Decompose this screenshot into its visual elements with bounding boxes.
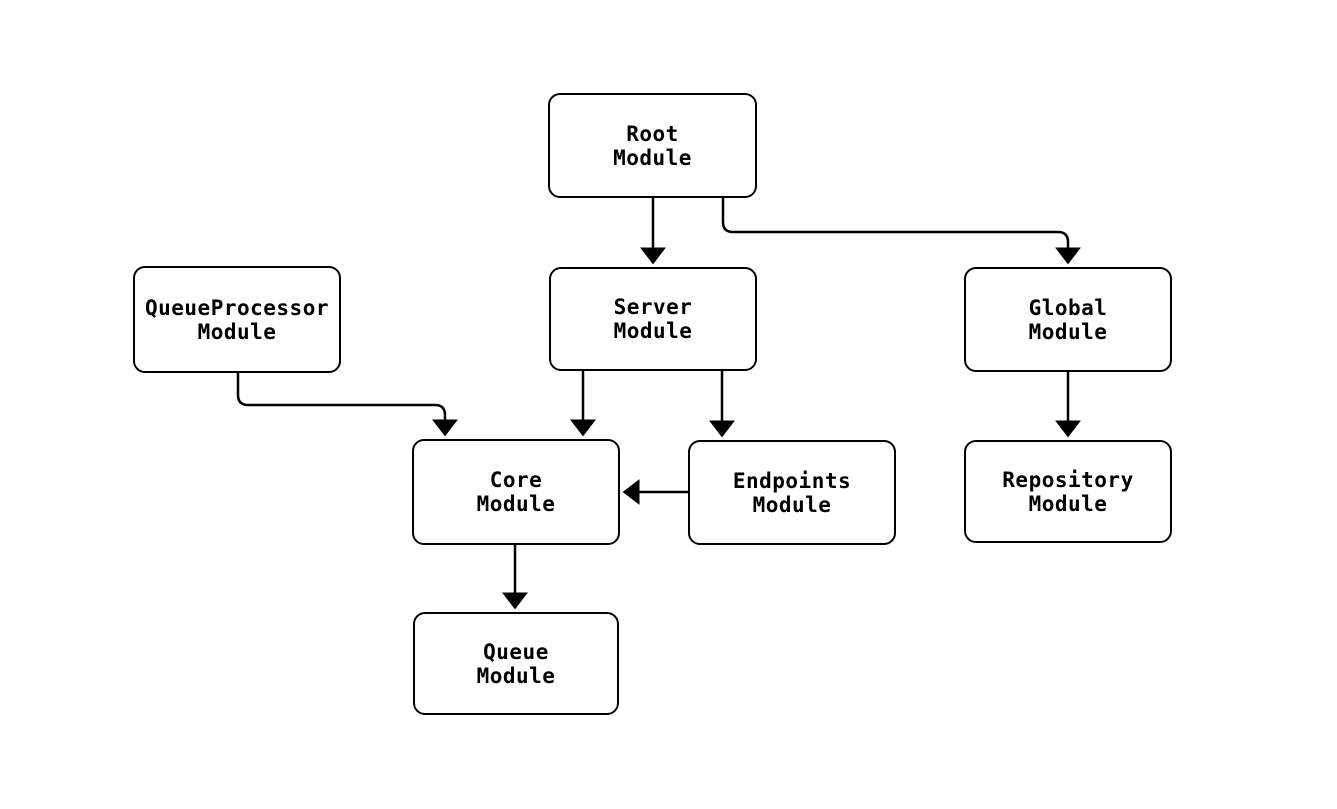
node-queueprocessor: QueueProcessor Module [133, 266, 341, 373]
node-queue: Queue Module [413, 612, 619, 715]
node-repository: Repository Module [964, 440, 1172, 543]
node-endpoints: Endpoints Module [688, 440, 896, 545]
edge-queueprocessor-to-core [236, 373, 458, 437]
node-core: Core Module [412, 439, 620, 545]
edge-root-to-global [721, 198, 1081, 265]
node-root: Root Module [548, 93, 757, 198]
node-server: Server Module [549, 267, 757, 371]
node-global: Global Module [964, 267, 1172, 372]
